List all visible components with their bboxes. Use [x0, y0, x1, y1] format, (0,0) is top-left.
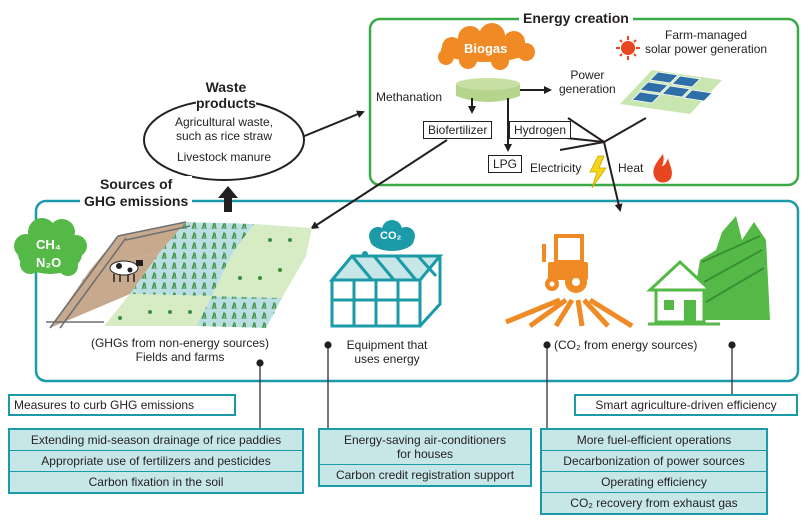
- co2-label: CO₂: [380, 230, 402, 242]
- energy-caption: (CO₂ from energy sources): [554, 338, 698, 352]
- equipment-caption: Equipment that uses energy: [346, 338, 428, 366]
- waste-line-manure: Livestock manure: [176, 150, 272, 164]
- solar-label: Farm-managed solar power generation: [645, 28, 768, 56]
- equipment-measure-item: Energy-saving air-conditioners for house…: [320, 430, 530, 465]
- power-generation-label: Power generation: [559, 68, 616, 96]
- equipment-measure-item: Carbon credit registration support: [335, 468, 515, 482]
- electricity-label: Electricity: [530, 161, 582, 175]
- fields-caption: (GHGs from non-energy sources) Fields an…: [90, 336, 270, 364]
- cow-icon: [109, 260, 143, 282]
- lpg-tag: LPG: [488, 155, 523, 173]
- methanation-tank: [456, 78, 520, 102]
- waste-line-agricultural: Agricultural waste, such as rice straw: [174, 115, 274, 143]
- solar-panels-icon: [620, 70, 722, 114]
- co2-cloud: [358, 220, 415, 262]
- field-measures-box: Extending mid-season drainage of rice pa…: [8, 428, 304, 494]
- waste-products-title: Waste products: [196, 79, 256, 111]
- heat-label: Heat: [618, 161, 644, 175]
- hydrogen-tag: Hydrogen: [509, 121, 572, 139]
- field-measure-item: Carbon fixation in the soil: [88, 475, 224, 489]
- energy-measure-item: CO₂ recovery from exhaust gas: [570, 496, 738, 510]
- energy-measure-item: Decarbonization of power sources: [542, 451, 766, 472]
- smart-agriculture-box: Smart agriculture-driven efficiency: [574, 394, 798, 416]
- tractor-icon: [505, 234, 634, 329]
- ch4-label: CH₄: [36, 237, 61, 252]
- equipment-measures-box: Energy-saving air-conditioners for house…: [318, 428, 532, 487]
- energy-measure-item: Operating efficiency: [542, 472, 766, 493]
- biogas-cloud: [438, 23, 535, 70]
- methanation-label: Methanation: [376, 90, 443, 104]
- sources-to-waste-arrow: [218, 186, 238, 212]
- n2o-label: N₂O: [36, 255, 62, 270]
- field-measure-item: Extending mid-season drainage of rice pa…: [10, 430, 302, 451]
- biofertilizer-tag: Biofertilizer: [423, 121, 493, 139]
- biogas-label: Biogas: [464, 41, 508, 56]
- measures-heading: Measures to curb GHG emissions: [8, 394, 236, 416]
- ghg-sources-title: Sources of GHG emissions: [80, 176, 193, 210]
- greenhouse-icon: [328, 254, 444, 328]
- house-crops-icon: [646, 216, 770, 326]
- energy-measure-item: More fuel-efficient operations: [542, 430, 766, 451]
- flame-icon: [653, 154, 672, 183]
- field-measure-item: Appropriate use of fertilizers and pesti…: [10, 451, 302, 472]
- leader-lines: [256, 341, 736, 430]
- energy-creation-title: Energy creation: [519, 10, 633, 26]
- energy-measures-box: More fuel-efficient operations Decarboni…: [540, 428, 768, 515]
- ghg-cloud: [14, 218, 97, 293]
- sun-icon: [616, 36, 640, 60]
- lightning-icon: [589, 155, 607, 189]
